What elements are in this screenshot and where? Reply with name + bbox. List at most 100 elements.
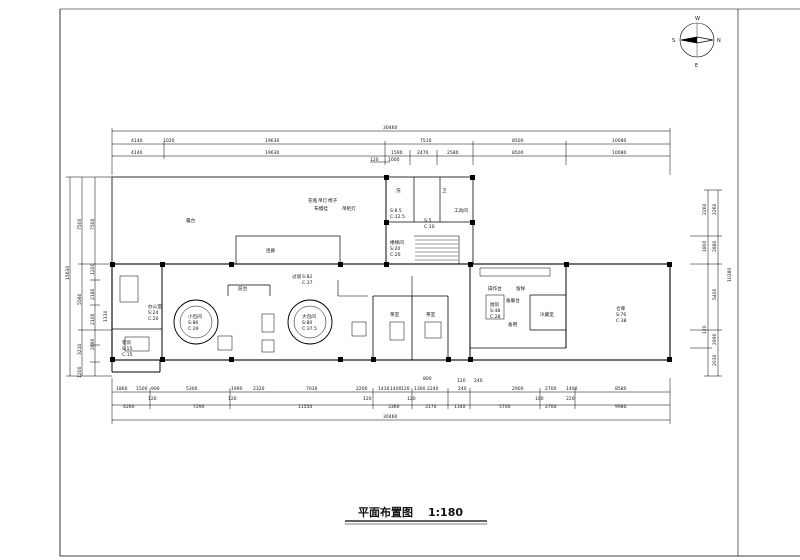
dimension-labels-bottom: 1860 1500 900 5300 1990 2320 7030 2200 1…	[116, 376, 627, 420]
dim-label: 1200	[77, 366, 83, 378]
dim-label: 240	[474, 378, 483, 384]
label-tea-2: 茶室	[426, 311, 436, 318]
dim-label: 2900	[512, 386, 524, 392]
label-guest-room: 客房	[122, 339, 132, 346]
compass-icon: W E S N	[672, 16, 721, 69]
big-hall-table	[287, 299, 333, 345]
label-small-2: 卫	[442, 188, 447, 194]
dim-label: 2030	[712, 354, 718, 366]
dim-label: 1400	[390, 386, 402, 392]
structural-columns	[110, 175, 672, 362]
dim-label: 10380	[727, 268, 733, 282]
room-labels: 露台 连廊 花瓶 吊灯 椅子 布幔挂 吊柜灯 办公室 S:24 C:20 小包间…	[122, 187, 627, 358]
dim-label: 2240	[427, 386, 439, 392]
dim-overall-bottom: 30460	[383, 414, 397, 420]
dim-label: 19630	[265, 138, 279, 144]
dim-label: 1860	[116, 386, 128, 392]
building-walls	[111, 176, 671, 373]
dim-label: 1000	[388, 157, 400, 163]
label-small-5: 操作台	[488, 285, 502, 292]
dim-overall-top: 30460	[383, 125, 397, 131]
dim-label: 120	[228, 396, 237, 402]
dimension-lines-left	[66, 176, 112, 377]
dim-label: 120	[457, 378, 466, 384]
label-lobby-cap: C:37	[302, 280, 313, 286]
dim-label: 2890	[90, 338, 96, 350]
dim-label: 2100	[90, 313, 96, 325]
compass-east: N	[717, 38, 721, 44]
compass-north: W	[695, 16, 700, 22]
label-small-3: 工具间	[454, 207, 468, 214]
label-guest-room-cap: C:15	[122, 352, 133, 358]
compass-south: E	[695, 63, 698, 69]
dim-label: 100	[535, 396, 544, 402]
dim-label: 120	[702, 325, 708, 334]
dim-label: 2700	[545, 404, 557, 410]
label-stage: 布幔挂	[314, 205, 328, 212]
dim-label: 7290	[193, 404, 205, 410]
title-scale: 1:180	[428, 506, 463, 519]
dim-label: 7510	[420, 138, 432, 144]
dim-label: 120	[363, 396, 372, 402]
dim-label: 1590	[391, 150, 403, 156]
dim-label: 10080	[612, 138, 626, 144]
label-wash-area: S:8.5	[390, 208, 402, 214]
label-guest-room-area: S:15	[122, 346, 132, 352]
label-wc-area: S:5	[424, 218, 431, 224]
drawing-frame	[59, 8, 800, 557]
dim-label: 2260	[702, 203, 708, 215]
label-small-hall-area: S:86	[188, 320, 198, 326]
dim-label: 2320	[253, 386, 265, 392]
label-small-6: 留样	[516, 285, 526, 292]
dim-label: 2880	[712, 240, 718, 252]
dim-label: 1500	[136, 386, 148, 392]
label-small-4: 前台	[238, 285, 248, 292]
dim-label: 1130	[103, 310, 109, 322]
dim-label: 8500	[512, 138, 524, 144]
label-office: 办公室	[148, 303, 162, 310]
label-dish-2: 吊灯	[318, 197, 328, 204]
dim-label: 5560	[77, 293, 83, 305]
dim-label: 1800	[702, 240, 708, 252]
label-stair: 楼梯间	[390, 239, 404, 246]
dim-label: 3210	[77, 343, 83, 355]
title-text: 平面布置图	[358, 505, 413, 519]
drawing-title: 平面布置图 1:180	[345, 505, 487, 525]
label-small-1: 洗	[396, 187, 401, 194]
label-warehouse-cap: C:38	[616, 318, 627, 324]
dim-label: 4140	[131, 150, 143, 156]
dim-label: 7500	[77, 218, 83, 230]
label-warehouse: 仓库	[616, 305, 626, 312]
dim-label: 800	[423, 376, 432, 382]
label-cold-room: 冷藏室	[540, 311, 554, 318]
label-kitchen-cap: C:28	[490, 314, 501, 320]
dim-label: 1200	[90, 263, 96, 275]
dim-label: 2700	[545, 386, 557, 392]
dim-label: 9980	[615, 404, 627, 410]
dimension-labels-right: 10380 2260 2260 1800 2880 5400 120 2990 …	[702, 203, 733, 366]
dim-label: 7500	[90, 218, 96, 230]
label-wash-cap: C:12.5	[390, 214, 405, 220]
dim-label: 1340	[454, 404, 466, 410]
dim-label: 2470	[417, 150, 429, 156]
label-kitchen-area: S:48	[490, 308, 500, 314]
dim-label: 3170	[425, 404, 437, 410]
label-dish-3: 椅子	[328, 197, 338, 204]
dim-label: 1400	[566, 386, 578, 392]
label-warehouse-area: S:76	[616, 312, 626, 318]
small-hall-table	[173, 299, 219, 345]
dim-label: 19630	[265, 150, 279, 156]
dim-label: 1990	[231, 386, 243, 392]
label-wc-cap: C:10	[424, 224, 435, 230]
dim-label: 120	[401, 386, 410, 392]
dim-label: 2260	[712, 203, 718, 215]
label-small-7: 备用	[508, 321, 518, 328]
dim-label: 7030	[306, 386, 318, 392]
dim-label: 5300	[186, 386, 198, 392]
dim-label: 120	[370, 157, 379, 163]
dimension-labels-top: 30460 4140 1020 19630 7510 8500 10080 41…	[131, 125, 626, 163]
label-stair-cap: C:20	[390, 252, 401, 258]
label-lobby: 过道	[292, 273, 302, 280]
dim-label: 220	[566, 396, 575, 402]
label-dish-1: 花瓶	[308, 197, 318, 204]
